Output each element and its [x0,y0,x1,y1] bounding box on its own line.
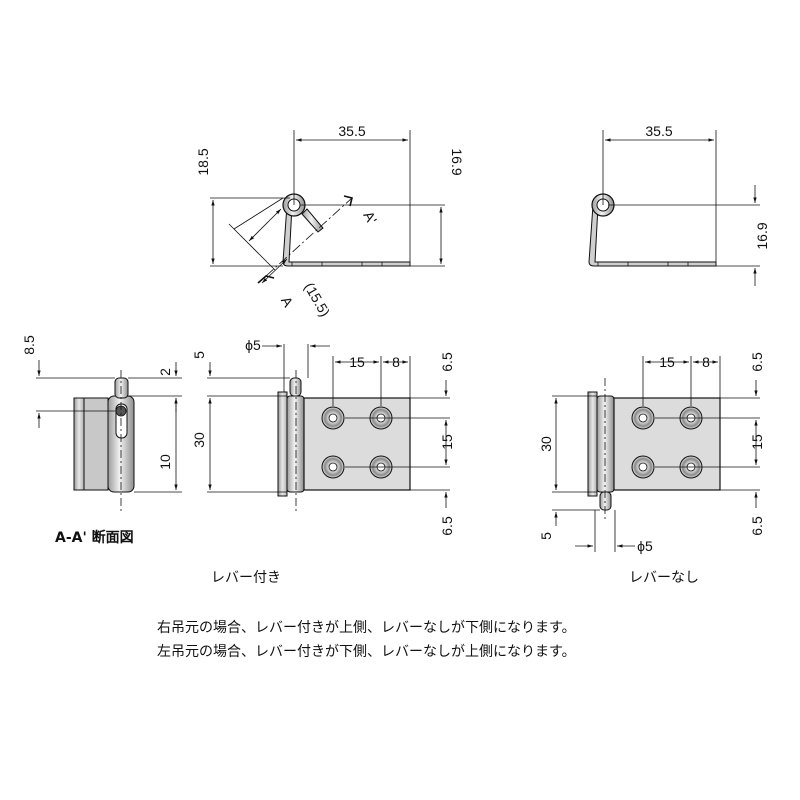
dim-30: 30 [538,436,554,452]
dim-15-vertical: 15 [439,434,455,450]
dim-height-16-9: 16.9 [754,222,770,249]
front-view-without-lever: 15 8 6.5 30 15 6.5 5 ϕ5 レバーなし [538,352,765,586]
dim-5: 5 [191,351,207,359]
dim-phi5: ϕ5 [637,538,653,554]
dim-width-35-5: 35.5 [645,123,672,139]
dim-30: 30 [191,432,207,448]
label-without-lever: レバーなし [629,570,699,586]
lever [301,208,324,233]
mounting-holes [631,406,703,479]
dim-angle-15-5: (15.5) [301,280,333,320]
dim-5: 5 [538,532,554,540]
dim-15: 15 [659,354,675,370]
label-with-lever: レバー付き [211,570,281,586]
section-view: 8.5 2 10 A-A' 断面図 [21,335,182,546]
section-mark-a: A [278,293,297,310]
section-view-label: A-A' 断面図 [55,529,134,546]
dim-8-5: 8.5 [21,335,37,355]
dim-6-5-top: 6.5 [749,352,765,372]
dim-6-5-top: 6.5 [439,352,455,372]
top-view-without-lever: 35.5 16.9 [588,123,770,286]
section-mark-a-prime: A' [360,208,380,226]
dim-15-vertical: 15 [749,434,765,450]
dim-15: 15 [349,354,365,370]
top-view-with-lever: 35.5 18.5 16.9 (15.5) A A' [195,123,465,319]
note-line-2: 左吊元の場合、レバー付きが下側、レバーなしが上側になります。 [157,644,576,660]
dim-height-18-5: 18.5 [195,148,211,175]
dim-2: 2 [157,368,173,376]
front-view-with-lever: 5 30 ϕ5 15 8 6.5 15 6.5 レバー付き [191,337,455,586]
dim-8: 8 [702,354,710,370]
note-line-1: 右吊元の場合、レバー付きが上側、レバーなしが下側になります。 [157,620,576,636]
dim-height-16-9: 16.9 [449,148,465,175]
dim-10: 10 [157,454,173,470]
dim-width-35-5: 35.5 [338,123,365,139]
dim-6-5-bottom: 6.5 [749,516,765,536]
dim-6-5-bottom: 6.5 [439,516,455,536]
dim-8: 8 [392,354,400,370]
dim-phi5: ϕ5 [245,337,261,353]
